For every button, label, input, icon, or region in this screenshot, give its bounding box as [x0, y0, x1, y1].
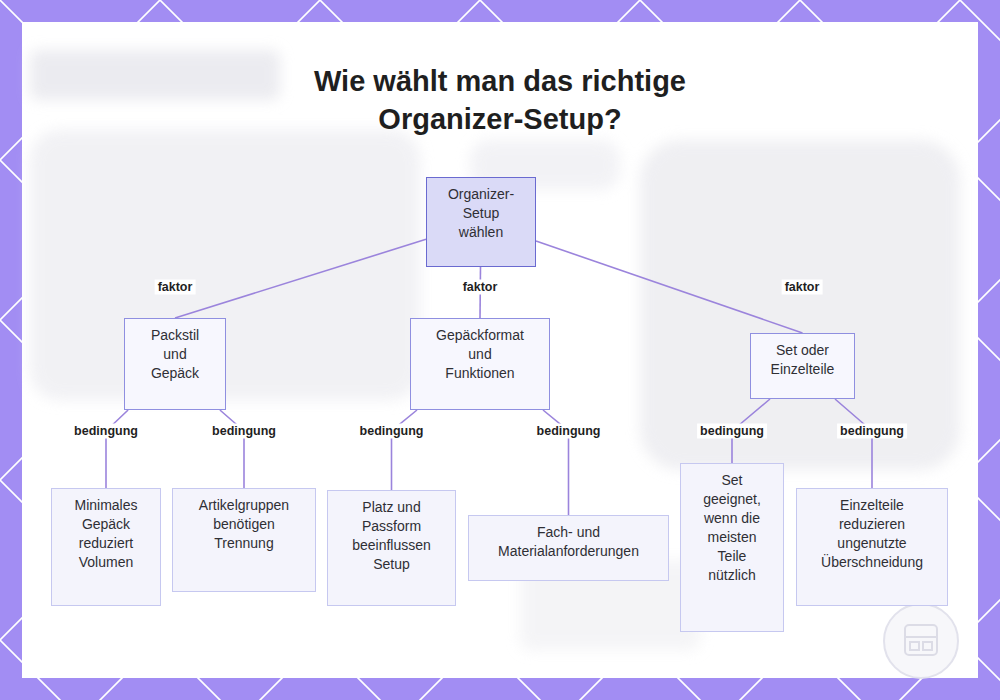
edge-label: faktor [155, 280, 196, 295]
edge-label: bedingung [697, 424, 767, 439]
node-text: Minimales Gepäck reduziert Volumen [67, 496, 145, 572]
edge-label: bedingung [534, 424, 604, 439]
node-text: Platz und Passform beeinflussen Setup [347, 498, 436, 574]
node-text: Artikelgruppen benötigen Trennung [190, 496, 298, 553]
connector [175, 239, 426, 318]
node-text: Gepäckformat und Funktionen [434, 326, 526, 383]
edge-label: bedingung [837, 424, 907, 439]
edge-label: faktor [460, 280, 501, 295]
edge-label: bedingung [209, 424, 279, 439]
node-text: Fach- und Materialanforderungen [485, 523, 652, 561]
condition-box: Artikelgruppen benötigen Trennung [172, 488, 316, 592]
logo-icon [905, 625, 937, 655]
logo-circle [884, 604, 958, 678]
condition-box: Minimales Gepäck reduziert Volumen [51, 488, 161, 606]
node-text: Organizer- Setup wählen [442, 185, 520, 242]
condition-box: Set geeignet, wenn die meisten Teile nüt… [680, 463, 784, 632]
edge-label: faktor [782, 280, 823, 295]
connector [536, 241, 803, 333]
node-text: Set geeignet, wenn die meisten Teile nüt… [698, 471, 766, 585]
factor-box: Gepäckformat und Funktionen [410, 318, 550, 410]
edge-label: bedingung [71, 424, 141, 439]
root-box: Organizer- Setup wählen [426, 177, 536, 267]
factor-box: Set oder Einzelteile [750, 333, 855, 399]
condition-box: Fach- und Materialanforderungen [468, 515, 669, 581]
edge-label: bedingung [357, 424, 427, 439]
connector [835, 399, 872, 488]
condition-box: Einzelteile reduzieren ungenutzte Übersc… [796, 488, 948, 606]
connector [220, 410, 244, 488]
connector [392, 410, 418, 490]
blurred-shape [640, 140, 960, 470]
panel [22, 22, 978, 678]
factor-box: Packstil und Gepäck [124, 318, 226, 410]
blurred-shape [30, 50, 280, 100]
node-text: Packstil und Gepäck [139, 326, 211, 383]
diagram-title: Wie wählt man das richtige Organizer-Set… [275, 62, 725, 138]
connector [106, 410, 128, 488]
node-text: Set oder Einzelteile [763, 341, 842, 379]
condition-box: Platz und Passform beeinflussen Setup [327, 490, 456, 606]
node-text: Einzelteile reduzieren ungenutzte Übersc… [815, 496, 929, 572]
